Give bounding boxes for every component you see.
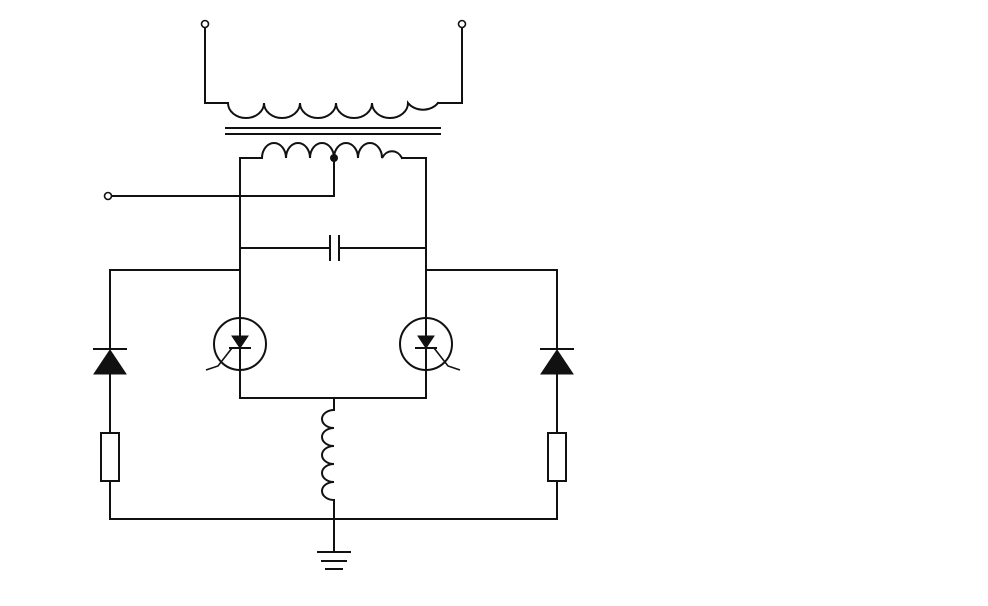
inductor-coil xyxy=(321,408,336,502)
secondary-lead-left xyxy=(204,27,229,104)
output-terminal-left xyxy=(200,19,210,29)
transformer xyxy=(225,100,441,162)
resistor-left xyxy=(100,432,120,482)
thyristor-right xyxy=(399,317,461,371)
secondary-winding xyxy=(226,100,440,119)
primary-winding xyxy=(260,142,404,160)
input-terminal xyxy=(103,191,113,201)
primary-wiring xyxy=(103,157,427,249)
left-diode-feed-wire xyxy=(109,269,241,349)
thyristor-right-gate xyxy=(433,347,461,371)
thyristor-right-triangle xyxy=(417,335,435,349)
inductor xyxy=(321,397,336,551)
capacitor xyxy=(239,235,427,261)
primary-left-lead xyxy=(239,157,263,249)
diode-right xyxy=(540,349,574,375)
cathode-bus xyxy=(239,369,427,399)
secondary-lead-right xyxy=(437,27,463,104)
right-diode-branch xyxy=(540,348,574,520)
thyristor-left-gate xyxy=(205,347,233,371)
center-tap-wire xyxy=(111,157,335,197)
left-diode-branch xyxy=(93,348,127,520)
right-diode-feed-wire xyxy=(425,269,558,349)
ground-icon xyxy=(317,551,351,570)
diode-left xyxy=(93,349,127,375)
primary-right-lead xyxy=(401,157,427,249)
thyristor-left xyxy=(205,317,267,371)
output-terminal-right xyxy=(457,19,467,29)
output-terminals xyxy=(200,19,467,104)
thyristor-left-triangle xyxy=(231,335,249,349)
resistor-right xyxy=(547,432,567,482)
